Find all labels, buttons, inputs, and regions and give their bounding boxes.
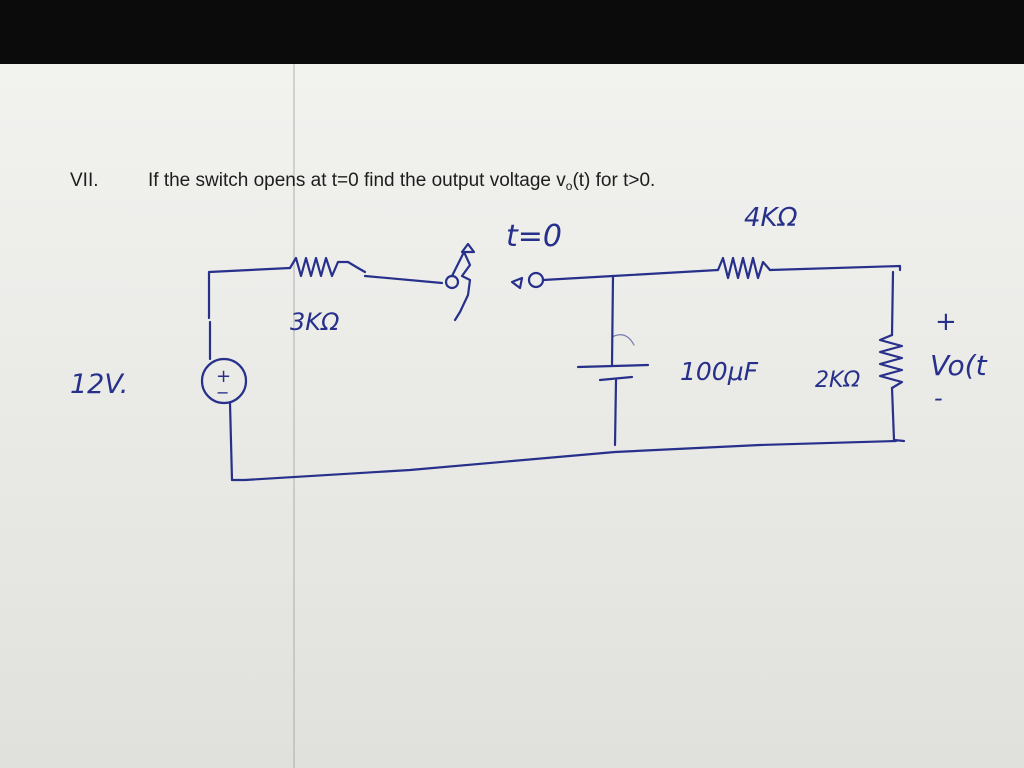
question-subscript: o: [565, 179, 573, 193]
source-minus-sign: −: [216, 383, 229, 402]
wire-cap-top: [610, 274, 615, 367]
question-text-after: (t) for t>0.: [572, 170, 656, 191]
switch-right-arrow: [510, 276, 524, 290]
resistor-4k-symbol: [716, 256, 772, 280]
paper-sheet: [0, 64, 1024, 768]
switch-arrow: [460, 242, 476, 254]
wire-top-mid: [541, 268, 720, 282]
stray-stroke: [611, 334, 635, 346]
resistor-4k-label: 4KΩ: [744, 203, 798, 233]
wire-right-upper: [890, 270, 895, 337]
wire-cap-bottom: [613, 378, 618, 447]
resistor-3k-label: 3KΩ: [290, 308, 340, 336]
wire-source-bottom: [228, 401, 234, 482]
resistor-2k-label: 2KΩ: [815, 368, 860, 393]
switch-blade: [450, 250, 472, 322]
wire-left-top: [207, 266, 292, 320]
wire-to-switch: [363, 274, 444, 285]
wire-right-lower: [890, 386, 906, 443]
output-plus-sign: +: [935, 307, 957, 337]
switch-left-contact: [444, 274, 460, 290]
source-label: 12V.: [70, 369, 128, 400]
capacitor-plate-bottom: [598, 375, 634, 382]
question-text-before: If the switch opens at t=0 find the outp…: [148, 170, 566, 191]
wire-top-right: [768, 264, 902, 272]
voltage-source-circle: [200, 357, 248, 405]
capacitor-label: 100μF: [680, 357, 759, 386]
resistor-3k-symbol: [288, 256, 367, 278]
output-voltage-label: Vo(t: [930, 349, 988, 382]
question-text: If the switch opens at t=0 find the outp…: [148, 170, 656, 193]
question-number: VII.: [70, 170, 99, 191]
resistor-2k-symbol: [878, 333, 904, 390]
switch-label: t=0: [506, 219, 562, 254]
output-minus-sign: -: [934, 384, 943, 412]
source-plus-sign: +: [216, 366, 231, 387]
paper-crease: [293, 64, 295, 768]
switch-right-contact: [527, 271, 545, 289]
wire-bottom: [230, 439, 898, 482]
question: VII. If the switch opens at t=0 find the…: [0, 170, 1024, 200]
capacitor-plate-top: [576, 363, 650, 369]
